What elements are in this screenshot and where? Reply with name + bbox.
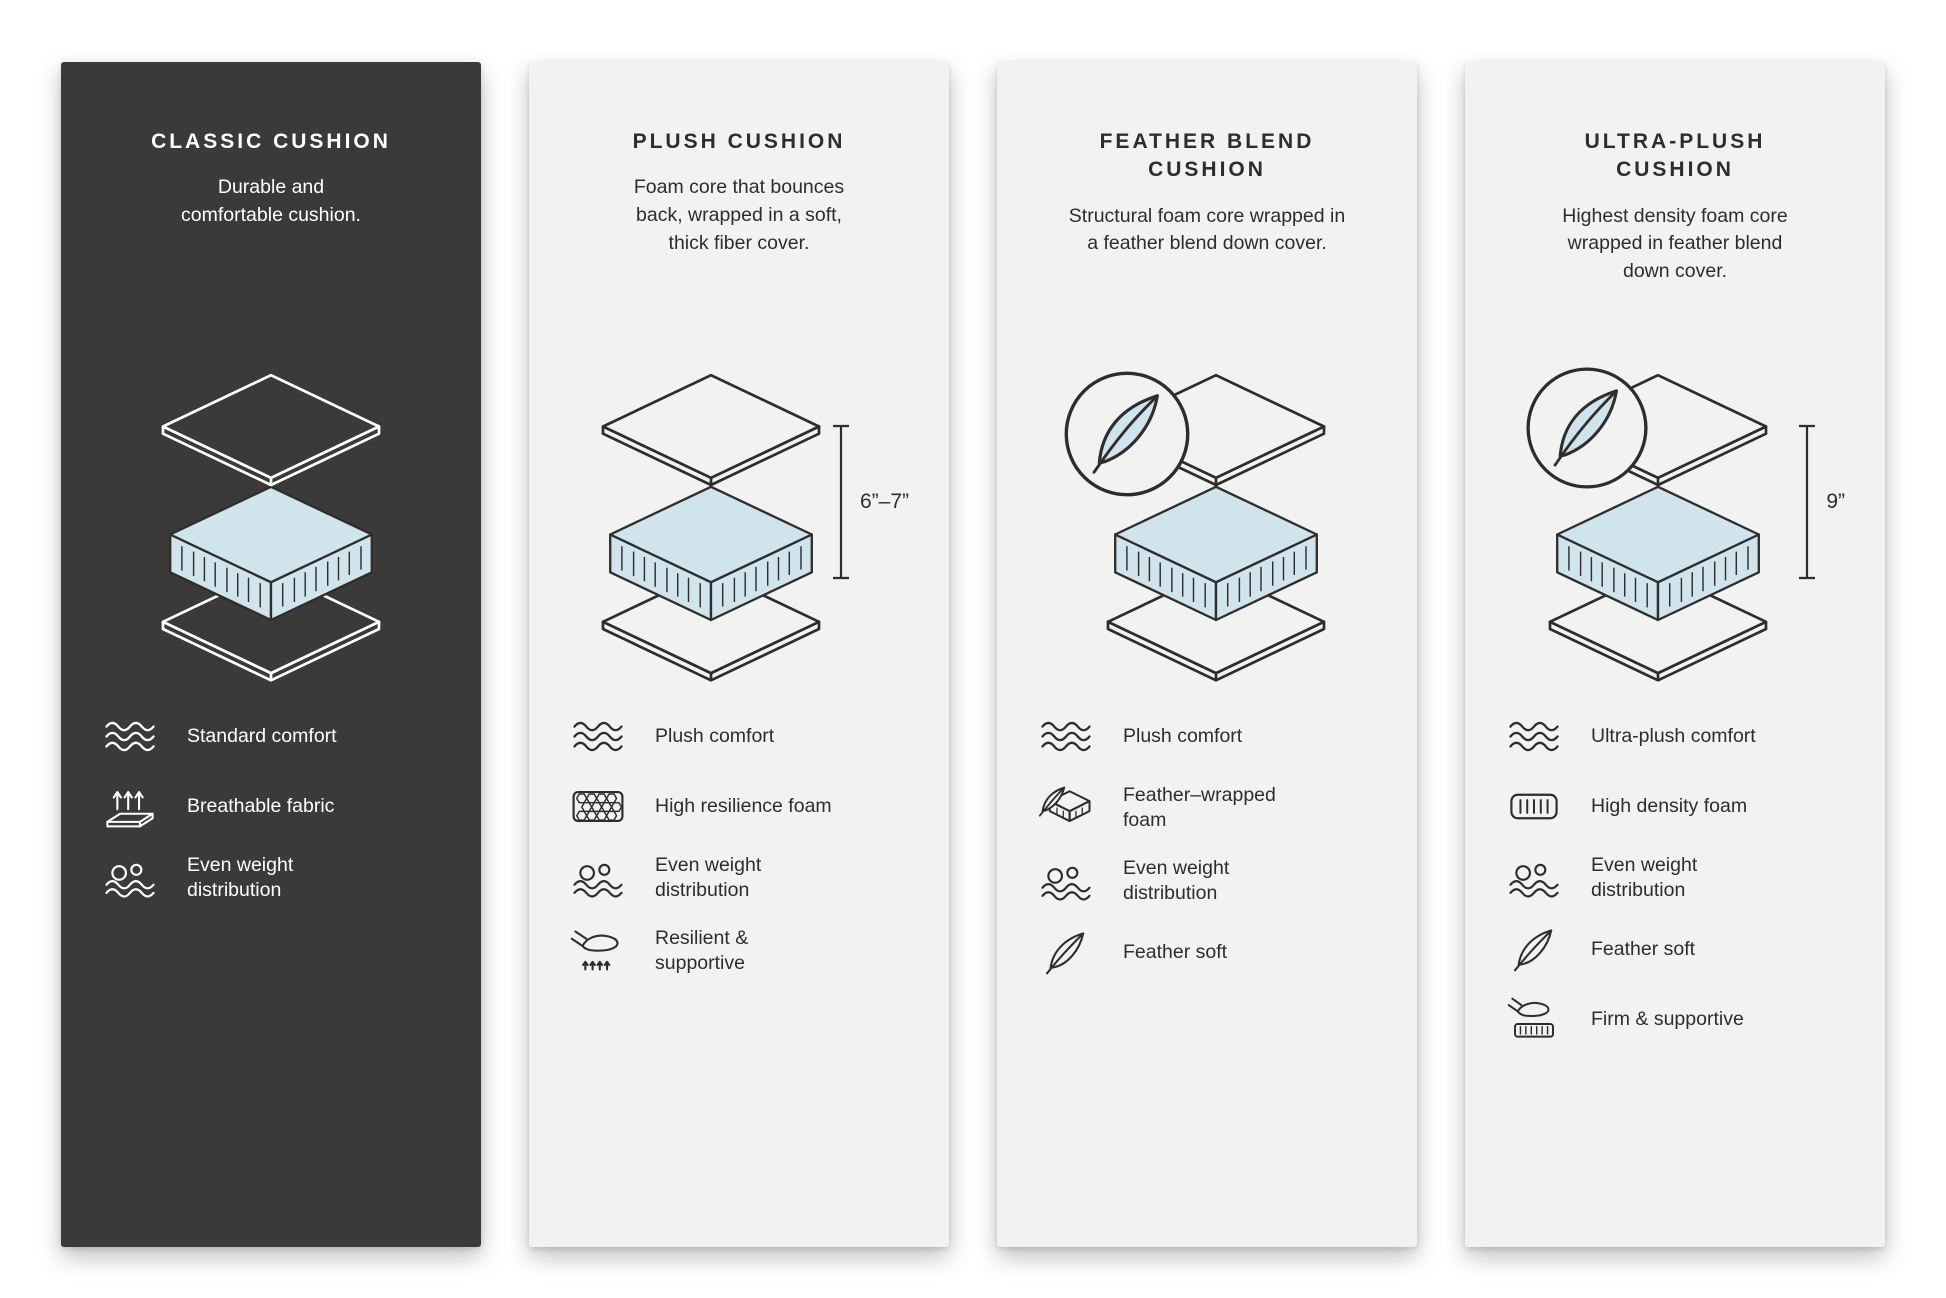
feature-item: Feather–wrapped foam xyxy=(1035,783,1379,833)
measurement-label: 9” xyxy=(1826,490,1845,513)
feature-label: Feather–wrapped foam xyxy=(1123,784,1276,831)
high-resilience-foam-icon xyxy=(567,783,629,830)
cushion-layers-diagram xyxy=(1035,338,1379,713)
panel-ultra-plush-cushion: ULTRA-PLUSH CUSHION Highest density foam… xyxy=(1465,62,1885,1247)
feature-item: High resilience foam xyxy=(567,783,911,830)
features-list: Standard comfort Breathable fabric Even … xyxy=(99,713,443,903)
high-density-foam-icon xyxy=(1503,783,1565,830)
feature-label: Standard comfort xyxy=(187,725,337,748)
feature-label: Firm & supportive xyxy=(1591,1007,1744,1030)
height-measurement: 9” xyxy=(1794,422,1845,582)
panel-header: PLUSH CUSHION Foam core that bounces bac… xyxy=(567,128,911,338)
feather-wrapped-foam-icon xyxy=(1035,784,1097,831)
feature-label: Even weight distribution xyxy=(1123,856,1230,904)
comfort-waves-icon xyxy=(1503,713,1565,760)
feature-label: Even weight distribution xyxy=(187,854,294,901)
feature-label: Feather soft xyxy=(1591,937,1696,960)
feature-item: Feather soft xyxy=(1035,929,1379,976)
feature-item: Ultra-plush comfort xyxy=(1503,713,1847,760)
feature-label: Plush comfort xyxy=(655,725,775,748)
height-measurement: 6”–7” xyxy=(828,422,909,582)
cushion-comparison-board: CLASSIC CUSHION Durable and comfortable … xyxy=(61,62,1885,1247)
panel-description: Foam core that bounces back, wrapped in … xyxy=(633,176,845,254)
feature-label: Plush comfort xyxy=(1123,725,1243,748)
feature-label: Ultra-plush comfort xyxy=(1591,725,1756,748)
panel-header: CLASSIC CUSHION Durable and comfortable … xyxy=(99,128,443,338)
even-weight-distribution-icon xyxy=(567,854,629,901)
feature-item: Breathable fabric xyxy=(99,783,443,830)
panel-title: CLASSIC CUSHION xyxy=(151,130,391,153)
feather-soft-icon xyxy=(1035,929,1097,976)
panel-title: ULTRA-PLUSH CUSHION xyxy=(1584,130,1766,182)
feature-item: Standard comfort xyxy=(99,713,443,760)
comfort-waves-icon xyxy=(1035,713,1097,760)
panel-classic-cushion: CLASSIC CUSHION Durable and comfortable … xyxy=(61,62,481,1247)
resilient-supportive-icon xyxy=(567,927,629,974)
comfort-waves-icon xyxy=(567,713,629,760)
comfort-waves-icon xyxy=(99,713,161,760)
even-weight-distribution-icon xyxy=(1035,857,1097,904)
layered-cushion-illustration xyxy=(127,368,415,683)
panel-description: Highest density foam core wrapped in fea… xyxy=(1562,204,1788,283)
feature-label: Feather soft xyxy=(1123,940,1228,963)
features-list: Plush comfort Feather–wrapped foam Even … xyxy=(1035,713,1379,976)
feature-label: Even weight distribution xyxy=(1591,854,1698,901)
panel-plush-cushion: PLUSH CUSHION Foam core that bounces bac… xyxy=(529,62,949,1247)
feature-item: Even weight distribution xyxy=(99,853,443,903)
breathable-fabric-icon xyxy=(99,783,161,830)
feature-label: High density foam xyxy=(1591,795,1748,818)
feature-item: Plush comfort xyxy=(1035,713,1379,760)
feature-item: Feather soft xyxy=(1503,926,1847,973)
feature-item: Plush comfort xyxy=(567,713,911,760)
panel-title: PLUSH CUSHION xyxy=(632,130,846,153)
feature-item: Even weight distribution xyxy=(1035,856,1379,906)
feature-item: Even weight distribution xyxy=(567,853,911,903)
features-list: Plush comfort High resilience foam Even … xyxy=(567,713,911,976)
feather-soft-icon xyxy=(1503,926,1565,973)
panel-title: FEATHER BLEND CUSHION xyxy=(1099,130,1315,182)
cushion-layers-diagram xyxy=(99,338,443,713)
firm-supportive-icon xyxy=(1503,996,1565,1043)
feature-label: High resilience foam xyxy=(655,795,832,818)
feature-label: Even weight distribution xyxy=(655,854,762,901)
cushion-layers-diagram: 9” xyxy=(1503,338,1847,713)
panel-header: FEATHER BLEND CUSHION Structural foam co… xyxy=(1035,128,1379,338)
panel-header: ULTRA-PLUSH CUSHION Highest density foam… xyxy=(1503,128,1847,338)
even-weight-distribution-icon xyxy=(99,854,161,901)
feature-item: High density foam xyxy=(1503,783,1847,830)
feature-label: Resilient & supportive xyxy=(655,926,749,974)
feature-item: Even weight distribution xyxy=(1503,853,1847,903)
feature-item: Firm & supportive xyxy=(1503,996,1847,1043)
feature-item: Resilient & supportive xyxy=(567,926,911,976)
measurement-line xyxy=(1799,424,1816,580)
features-list: Ultra-plush comfort High density foam Ev… xyxy=(1503,713,1847,1043)
measurement-label: 6”–7” xyxy=(859,490,909,513)
feather-badge-icon xyxy=(1061,368,1193,500)
feather-badge-icon xyxy=(1523,364,1651,492)
panel-description: Durable and comfortable cushion. xyxy=(181,176,361,227)
even-weight-distribution-icon xyxy=(1503,854,1565,901)
panel-description: Structural foam core wrapped in a feathe… xyxy=(1068,204,1346,255)
measurement-line xyxy=(832,424,849,580)
feature-label: Breathable fabric xyxy=(187,795,335,818)
cushion-layers-diagram: 6”–7” xyxy=(567,338,911,713)
layered-cushion-illustration xyxy=(567,368,855,683)
panel-feather-blend-cushion: FEATHER BLEND CUSHION Structural foam co… xyxy=(997,62,1417,1247)
